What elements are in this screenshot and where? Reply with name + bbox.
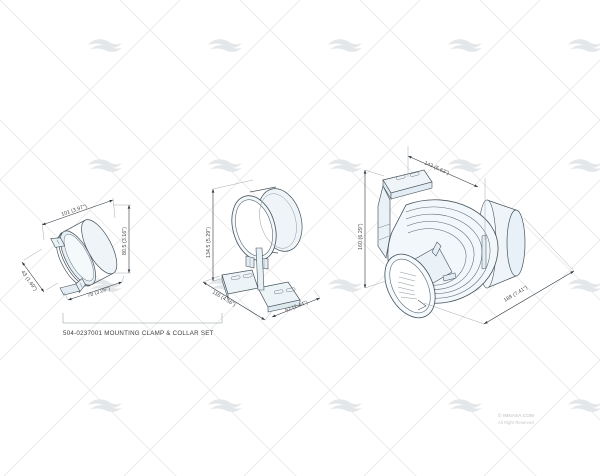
blower-mount-flange — [382, 169, 433, 201]
dimension-label: 101 (3.97") — [61, 204, 88, 218]
dimension-label: 43 (1.69") — [19, 270, 38, 293]
figure-mounting-clamp-bracket: 134.5 (5.29") 116 (4.56") 62 (2.44") — [202, 179, 321, 321]
dimension-label: 78 (3.06") — [87, 286, 111, 299]
dimension-fig1-height: 80.5 (3.16") — [113, 204, 131, 274]
blower-inlet-ring — [384, 245, 453, 319]
figure1-caption: 504-0237001 MOUNTING CLAMP & COLLAR SET — [63, 330, 214, 337]
copyright-line1: © IMNASA.COM — [498, 412, 534, 418]
copyright-block: © IMNASA.COM All Right Reserved — [498, 412, 534, 425]
figure-blower-body: 143 (5.63") 160 (6.29") 188 (7.41") — [358, 146, 575, 325]
dimension-fig3-height: 160 (6.29") — [358, 169, 387, 289]
dimension-fig1-depth: 43 (1.69") — [19, 248, 59, 293]
figure1-caption-bracket — [62, 313, 223, 324]
dimension-label: 160 (6.29") — [358, 223, 364, 250]
dimension-fig2-height: 134.5 (5.29") — [206, 179, 254, 282]
figure-clamp-collar-assembly: 101 (3.97") 80.5 (3.16") 43 (1.69") — [19, 197, 223, 337]
copyright-line2: All Right Reserved — [498, 420, 534, 425]
dimension-label: 134.5 (5.29") — [206, 227, 212, 258]
dimension-label: 80.5 (3.16") — [122, 227, 128, 255]
blower-side-bracket — [377, 185, 391, 259]
dimension-label: 188 (7.41") — [503, 285, 529, 304]
blower-tabs — [431, 234, 487, 282]
